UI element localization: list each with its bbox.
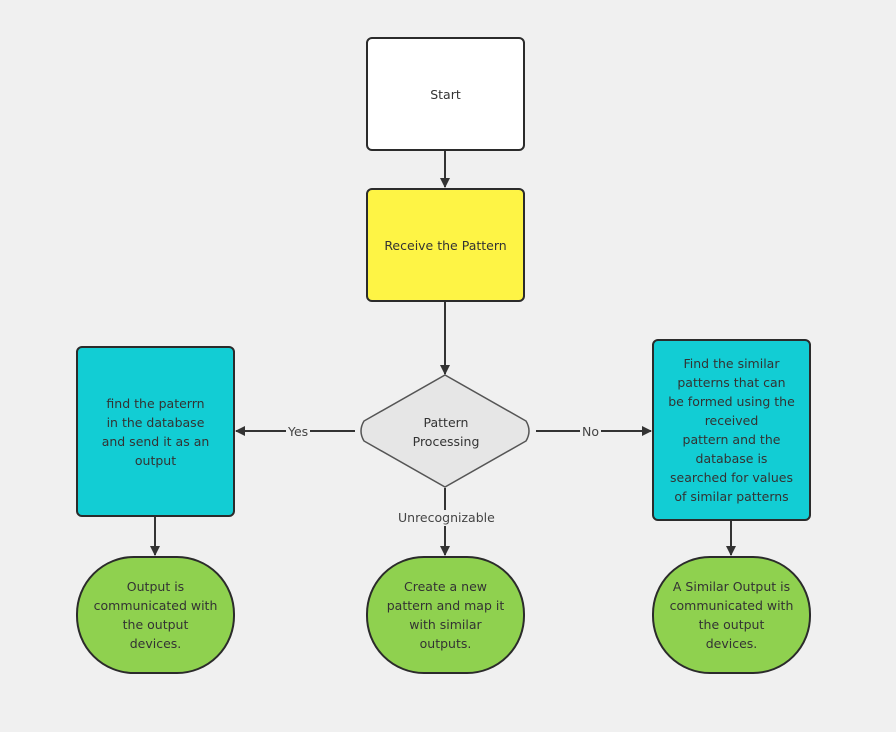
find-pattern-in-database-node[interactable]: find the paterrn in the database and sen… [76, 346, 235, 517]
find-similar-patterns-node[interactable]: Find the similar patterns that can be fo… [652, 339, 811, 521]
start-node[interactable]: Start [366, 37, 525, 151]
receive-pattern-node[interactable]: Receive the Pattern [366, 188, 525, 302]
pattern-processing-decision-label[interactable]: Pattern Processing [412, 415, 480, 449]
similar-output-communicated-node[interactable]: A Similar Output is communicated with th… [652, 556, 811, 674]
output-communicated-node[interactable]: Output is communicated with the output d… [76, 556, 235, 674]
decision-diamond [360, 374, 530, 488]
create-new-pattern-node[interactable]: Create a new pattern and map it with sim… [366, 556, 525, 674]
edge-label-no: No [580, 424, 601, 440]
edge-label-yes: Yes [286, 424, 311, 440]
edge-label-unrecognizable: Unrecognizable [396, 510, 497, 526]
